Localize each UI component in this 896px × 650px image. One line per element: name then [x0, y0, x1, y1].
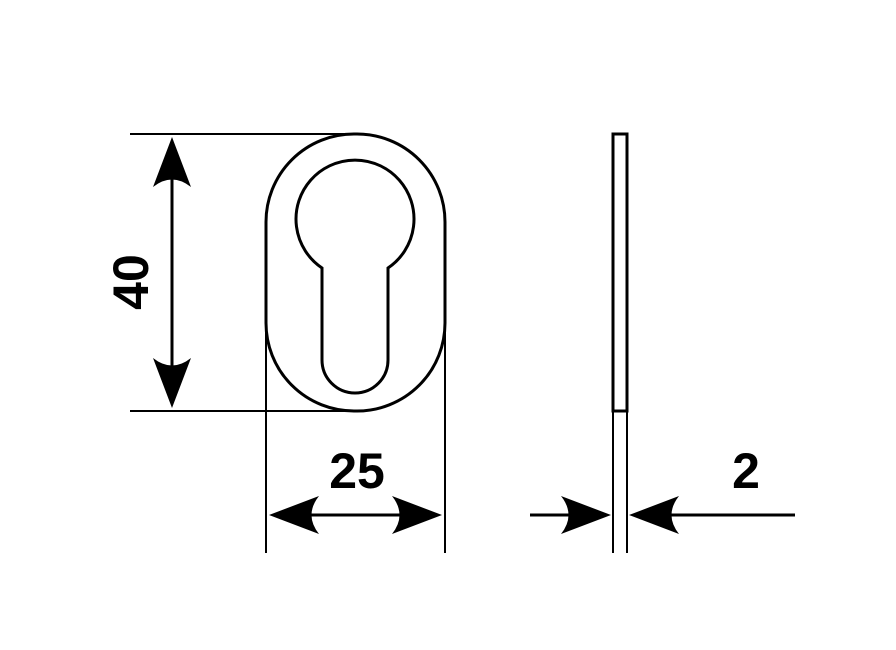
thickness-arrow-right: [629, 496, 679, 534]
thickness-arrow-left: [561, 496, 611, 534]
keyhole-cutout: [294, 158, 416, 395]
height-label: 40: [103, 254, 159, 310]
height-arrow-top: [153, 137, 191, 187]
width-label: 25: [329, 443, 385, 499]
side-plate-outline: [611, 132, 629, 413]
width-arrow-right: [392, 496, 442, 534]
width-arrow-left: [269, 496, 319, 534]
height-arrow-bottom: [153, 358, 191, 408]
plate-outline: [264, 132, 447, 413]
thickness-label: 2: [732, 443, 760, 499]
